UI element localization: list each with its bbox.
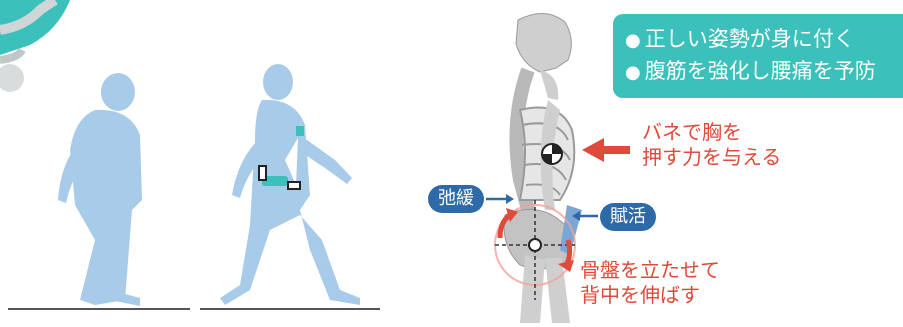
device-corner-graphic <box>0 0 70 92</box>
benefit-item: ●腹筋を強化し腰痛を予防 <box>625 56 903 88</box>
spring-note-line: バネで胸を <box>642 120 781 145</box>
pelvis-note: 骨盤を立たせて 背中を伸ばす <box>580 258 720 308</box>
push-arrow <box>582 138 630 162</box>
benefit-item: ●正しい姿勢が身に付く <box>625 24 903 56</box>
slouched-figure <box>58 73 142 306</box>
walking-figure <box>220 64 360 305</box>
spring-note-line: 押す力を与える <box>642 145 781 170</box>
benefits-box: ●正しい姿勢が身に付く ●腹筋を強化し腰痛を予防 <box>613 14 903 98</box>
skeleton <box>495 13 582 323</box>
pelvis-note-line: 背中を伸ばす <box>580 283 720 308</box>
active-badge: 賦活 <box>600 203 656 231</box>
spring-note: バネで胸を 押す力を与える <box>642 120 781 170</box>
pelvis-note-line: 骨盤を立たせて <box>580 258 720 283</box>
relaxed-badge: 弛緩 <box>428 185 484 213</box>
